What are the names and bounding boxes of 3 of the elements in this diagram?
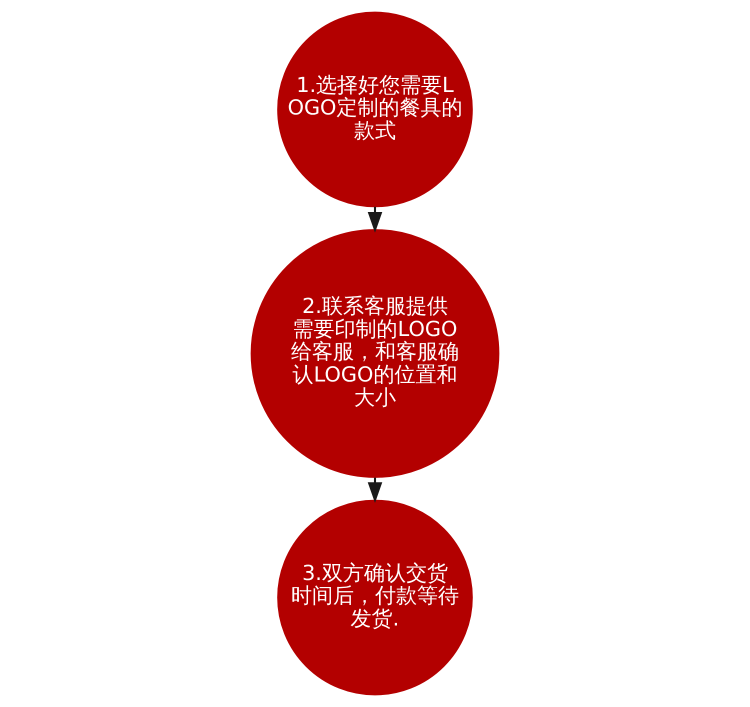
node-circle: 1.选择好您需要LOGO定制的餐具的款式 <box>277 12 473 208</box>
node-circle: 2.联系客服提供需要印制的LOGO给客服，和客服确认LOGO的位置和大小 <box>250 229 500 478</box>
node-circle: 3.双方确认交货时间后，付款等待发货. <box>277 500 473 696</box>
